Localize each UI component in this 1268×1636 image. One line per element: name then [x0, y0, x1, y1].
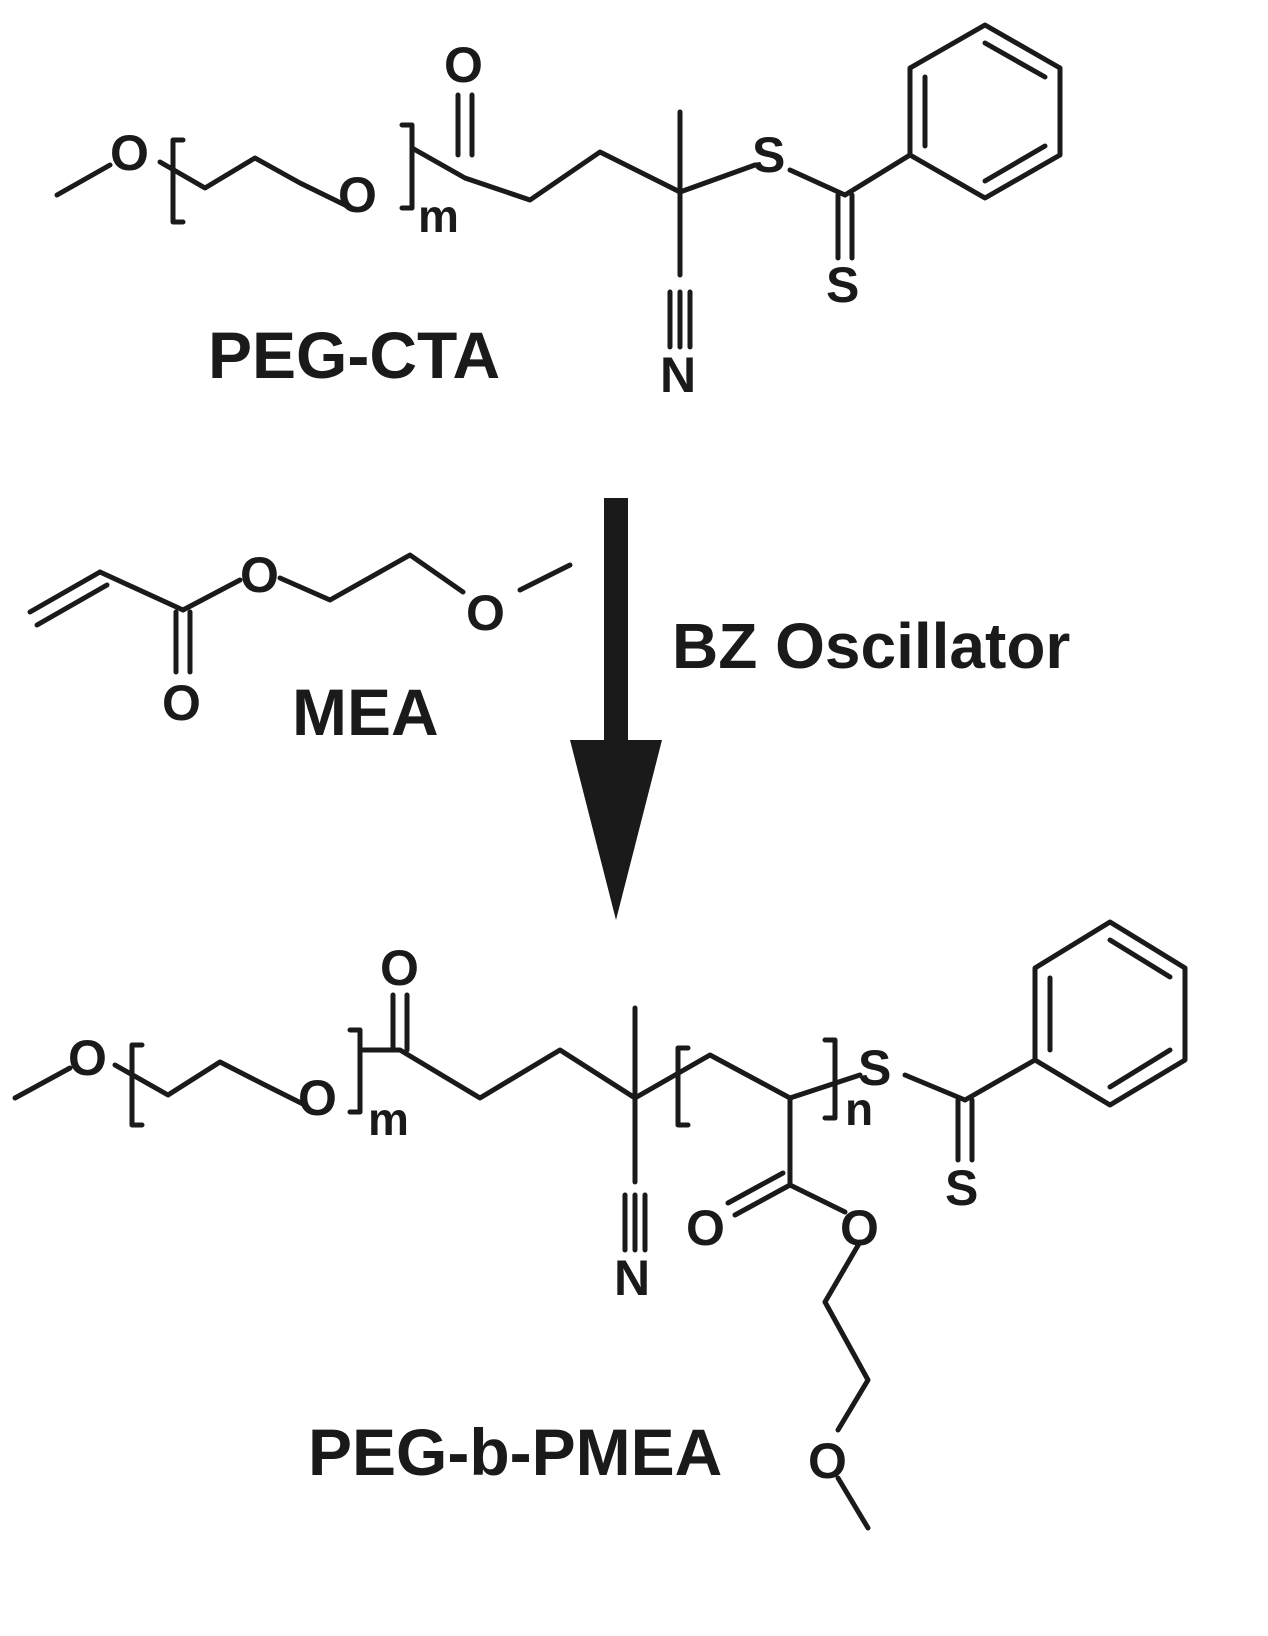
- atom-oxygen: O: [298, 1070, 337, 1126]
- label-mea: MEA: [292, 675, 439, 749]
- atom-oxygen: O: [466, 585, 505, 641]
- reaction-condition-label: BZ Oscillator: [672, 610, 1070, 682]
- peg-b-pmea-structure: O O O N O O O S S m n: [12, 919, 1188, 1531]
- reaction-arrow: [570, 498, 662, 920]
- atom-sulfur: S: [945, 1160, 978, 1216]
- atom-oxygen: O: [162, 675, 201, 731]
- repeat-subscript-m: m: [418, 190, 459, 242]
- atom-oxygen: O: [110, 125, 149, 181]
- atom-sulfur: S: [826, 257, 859, 313]
- atom-oxygen: O: [240, 547, 279, 603]
- atom-oxygen: O: [840, 1200, 879, 1256]
- mea-structure: O O O: [27, 547, 573, 731]
- atom-oxygen: O: [338, 167, 377, 223]
- repeat-subscript-m: m: [368, 1093, 409, 1145]
- atom-sulfur: S: [752, 127, 785, 183]
- repeat-subscript-n: n: [845, 1083, 873, 1135]
- peg-cta-structure: O O O S S N m: [54, 22, 1063, 403]
- label-peg-b-pmea: PEG-b-PMEA: [308, 1415, 722, 1489]
- atom-oxygen: O: [68, 1030, 107, 1086]
- atom-sulfur: S: [858, 1040, 891, 1096]
- atom-oxygen: O: [444, 37, 483, 93]
- atom-oxygen: O: [380, 940, 419, 996]
- atom-oxygen: O: [808, 1433, 847, 1489]
- atom-nitrogen: N: [660, 347, 696, 403]
- atom-oxygen: O: [686, 1200, 725, 1256]
- label-peg-cta: PEG-CTA: [208, 318, 500, 392]
- atom-nitrogen: N: [614, 1250, 650, 1306]
